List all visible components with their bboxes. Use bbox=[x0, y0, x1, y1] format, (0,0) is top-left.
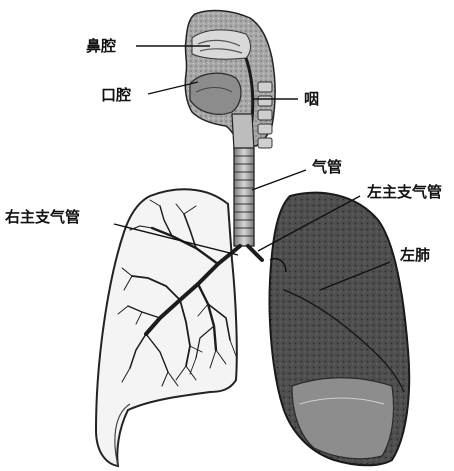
label-left-main-bronchus: 左主支气管 bbox=[367, 183, 442, 201]
trachea-tube bbox=[234, 148, 254, 246]
label-oral-cavity: 口腔 bbox=[101, 86, 131, 104]
label-pharynx: 咽 bbox=[304, 90, 319, 108]
right-lung bbox=[96, 189, 237, 466]
label-nasal-cavity: 鼻腔 bbox=[86, 37, 116, 55]
head-section bbox=[185, 11, 275, 150]
leader-line-trachea bbox=[252, 170, 306, 190]
label-trachea: 气管 bbox=[312, 158, 342, 176]
left-main-bronchus bbox=[248, 246, 262, 260]
label-left-lung: 左肺 bbox=[400, 246, 430, 264]
vertebrae bbox=[258, 82, 272, 148]
label-right-main-bronchus: 右主支气管 bbox=[5, 208, 80, 226]
